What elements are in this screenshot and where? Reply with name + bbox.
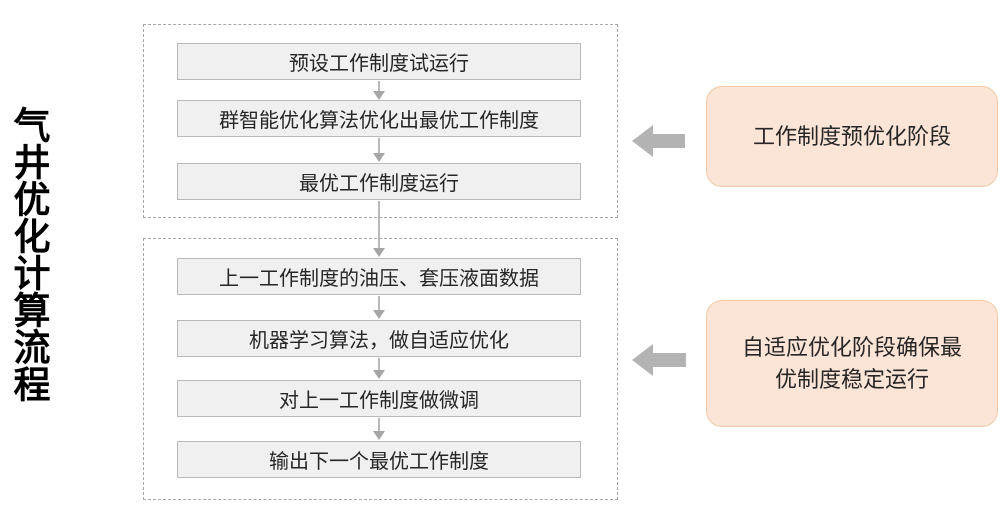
flow-step-swarm-optimization: 群智能优化算法优化出最优工作制度 bbox=[177, 100, 581, 137]
callout-adaptive-optimization-stage: 自适应优化阶段确保最 优制度稳定运行 bbox=[706, 300, 998, 427]
flow-step-fine-tune-regime: 对上一工作制度做微调 bbox=[177, 380, 581, 417]
callout-pre-optimization-stage: 工作制度预优化阶段 bbox=[706, 86, 998, 187]
flow-step-ml-adaptive-optimize: 机器学习算法，做自适应优化 bbox=[177, 320, 581, 357]
flow-step-preset-trial-run: 预设工作制度试运行 bbox=[177, 43, 581, 80]
diagram-title: 气井优化计算流程 bbox=[8, 106, 49, 402]
flow-step-optimal-regime-run: 最优工作制度运行 bbox=[177, 163, 581, 200]
block-arrow-left-pre-stage bbox=[632, 125, 685, 157]
block-arrow-left-adaptive-stage bbox=[632, 344, 686, 376]
flow-step-pressure-liquid-data: 上一工作制度的油压、套压液面数据 bbox=[177, 258, 581, 295]
flow-step-output-next-regime: 输出下一个最优工作制度 bbox=[177, 441, 581, 478]
